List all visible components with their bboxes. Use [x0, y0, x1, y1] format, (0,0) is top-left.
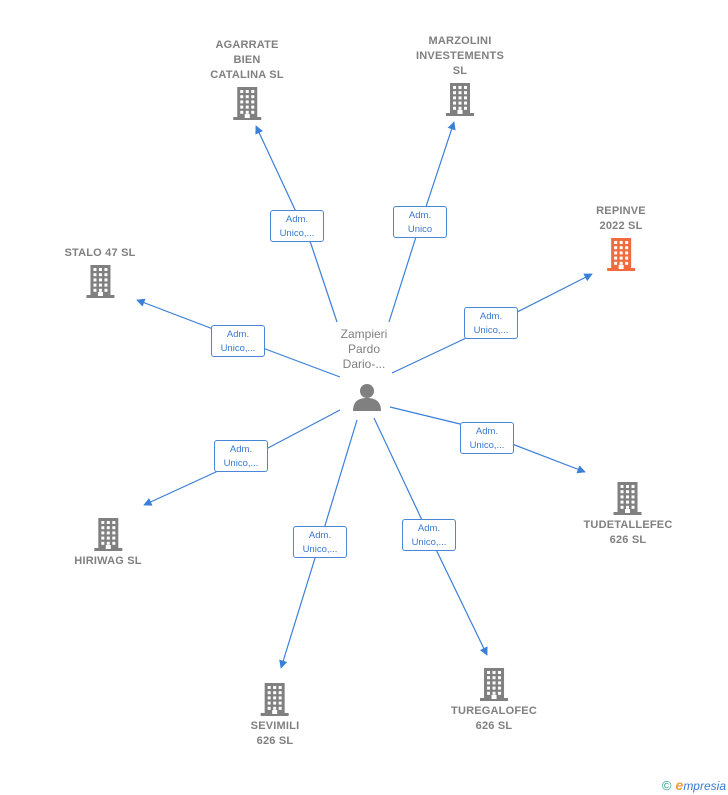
company-node-hiriwag[interactable]: HIRIWAG SL — [74, 514, 141, 569]
company-label[interactable]: TUDETALLEFEC 626 SL — [583, 519, 673, 546]
relation-label-hiriwag[interactable]: Adm. Unico,... — [214, 440, 268, 472]
company-node-agarrate[interactable]: AGARRATE BIEN CATALINA SL — [210, 38, 284, 123]
company-label[interactable]: TUREGALOFEC 626 SL — [451, 705, 537, 732]
company-label[interactable]: STALO 47 SL — [64, 247, 136, 259]
company-label[interactable]: SEVIMILI 626 SL — [250, 720, 300, 747]
building-icon[interactable] — [259, 681, 291, 717]
relation-label-tudetallefec[interactable]: Adm. Unico,... — [460, 422, 514, 454]
relation-label-repinve[interactable]: Adm. Unico,... — [464, 307, 518, 339]
relation-label-agarrate[interactable]: Adm. Unico,... — [270, 210, 324, 242]
person-icon[interactable] — [352, 382, 382, 412]
building-icon[interactable] — [612, 480, 644, 516]
company-label[interactable]: AGARRATE BIEN CATALINA SL — [210, 39, 284, 81]
building-icon[interactable] — [84, 263, 116, 299]
building-icon[interactable] — [605, 236, 637, 272]
relation-label-turegalofec[interactable]: Adm. Unico,... — [402, 519, 456, 551]
brand-logo-text: mpresia — [683, 779, 726, 793]
edge-hiriwag — [143, 409, 341, 506]
edge-marzolini — [388, 121, 456, 323]
company-node-repinve[interactable]: REPINVE 2022 SL — [596, 204, 646, 274]
brand-logo-initial: e — [675, 777, 684, 793]
company-node-marzolini[interactable]: MARZOLINI INVESTEMENTS SL — [416, 34, 504, 119]
edge-repinve — [391, 273, 593, 374]
building-icon[interactable] — [231, 85, 263, 121]
edge-agarrate — [255, 125, 338, 323]
company-node-turegalofec[interactable]: TUREGALOFEC 626 SL — [451, 664, 537, 734]
company-node-sevimili[interactable]: SEVIMILI 626 SL — [251, 679, 300, 749]
building-icon[interactable] — [478, 666, 510, 702]
company-label[interactable]: HIRIWAG SL — [74, 555, 142, 567]
center-person-name[interactable]: Zampieri Pardo Dario-... — [340, 327, 388, 371]
company-node-stalo[interactable]: STALO 47 SL — [64, 246, 135, 301]
company-label[interactable]: MARZOLINI INVESTEMENTS SL — [416, 35, 504, 77]
relation-label-sevimili[interactable]: Adm. Unico,... — [293, 526, 347, 558]
relation-label-marzolini[interactable]: Adm. Unico — [393, 206, 447, 238]
copyright-icon: © — [661, 778, 672, 793]
relation-label-stalo[interactable]: Adm. Unico,... — [211, 325, 265, 357]
building-icon[interactable] — [444, 81, 476, 117]
company-label[interactable]: REPINVE 2022 SL — [596, 205, 646, 232]
company-node-tudetallefec[interactable]: TUDETALLEFEC 626 SL — [584, 478, 673, 548]
edge-stalo — [136, 298, 341, 378]
building-icon[interactable] — [92, 516, 124, 552]
footer-brand: ©empresia — [662, 777, 726, 793]
